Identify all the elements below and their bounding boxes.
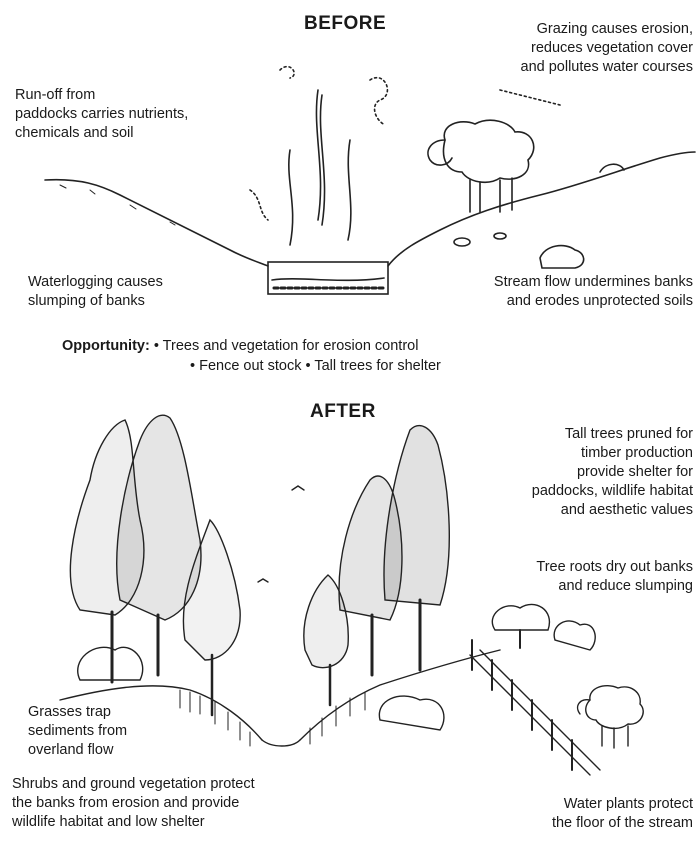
tall-tree-icon <box>304 575 348 705</box>
tall-tree-icon <box>384 426 449 670</box>
left-bank <box>45 180 268 266</box>
opportunity-label: Opportunity: <box>62 338 150 354</box>
tall-tree-icon <box>117 415 201 675</box>
label-runoff: Run-off from paddocks carries nutrients,… <box>15 86 188 143</box>
right-bank <box>388 152 695 266</box>
sheep-icon <box>428 120 534 212</box>
tall-tree-icon <box>339 476 402 675</box>
opportunity-block: Opportunity: • Trees and vegetation for … <box>62 336 441 376</box>
before-heading: BEFORE <box>304 13 386 35</box>
fence-icon <box>470 640 600 775</box>
label-waterlogging: Waterlogging causes slumping of banks <box>28 273 163 311</box>
label-tree-roots: Tree roots dry out banks and reduce slum… <box>536 558 693 596</box>
stream-bed <box>268 262 388 294</box>
label-water-plants: Water plants protect the floor of the st… <box>552 795 693 833</box>
tall-tree-icon <box>183 520 240 715</box>
label-grasses: Grasses trap sediments from overland flo… <box>28 703 127 760</box>
label-grazing: Grazing causes erosion, reduces vegetati… <box>521 20 694 77</box>
opportunity-line-2: • Fence out stock • Tall trees for shelt… <box>62 356 441 376</box>
after-heading: AFTER <box>310 401 376 423</box>
label-stream-flow: Stream flow undermines banks and erodes … <box>494 273 693 311</box>
label-tall-trees: Tall trees pruned for timber production … <box>532 425 693 520</box>
label-shrubs: Shrubs and ground vegetation protect the… <box>12 775 255 832</box>
sheep-icon <box>578 686 644 748</box>
opportunity-line-1: • Trees and vegetation for erosion contr… <box>154 338 419 354</box>
gully-right-bank <box>300 650 500 740</box>
tall-tree-icon <box>70 420 143 682</box>
